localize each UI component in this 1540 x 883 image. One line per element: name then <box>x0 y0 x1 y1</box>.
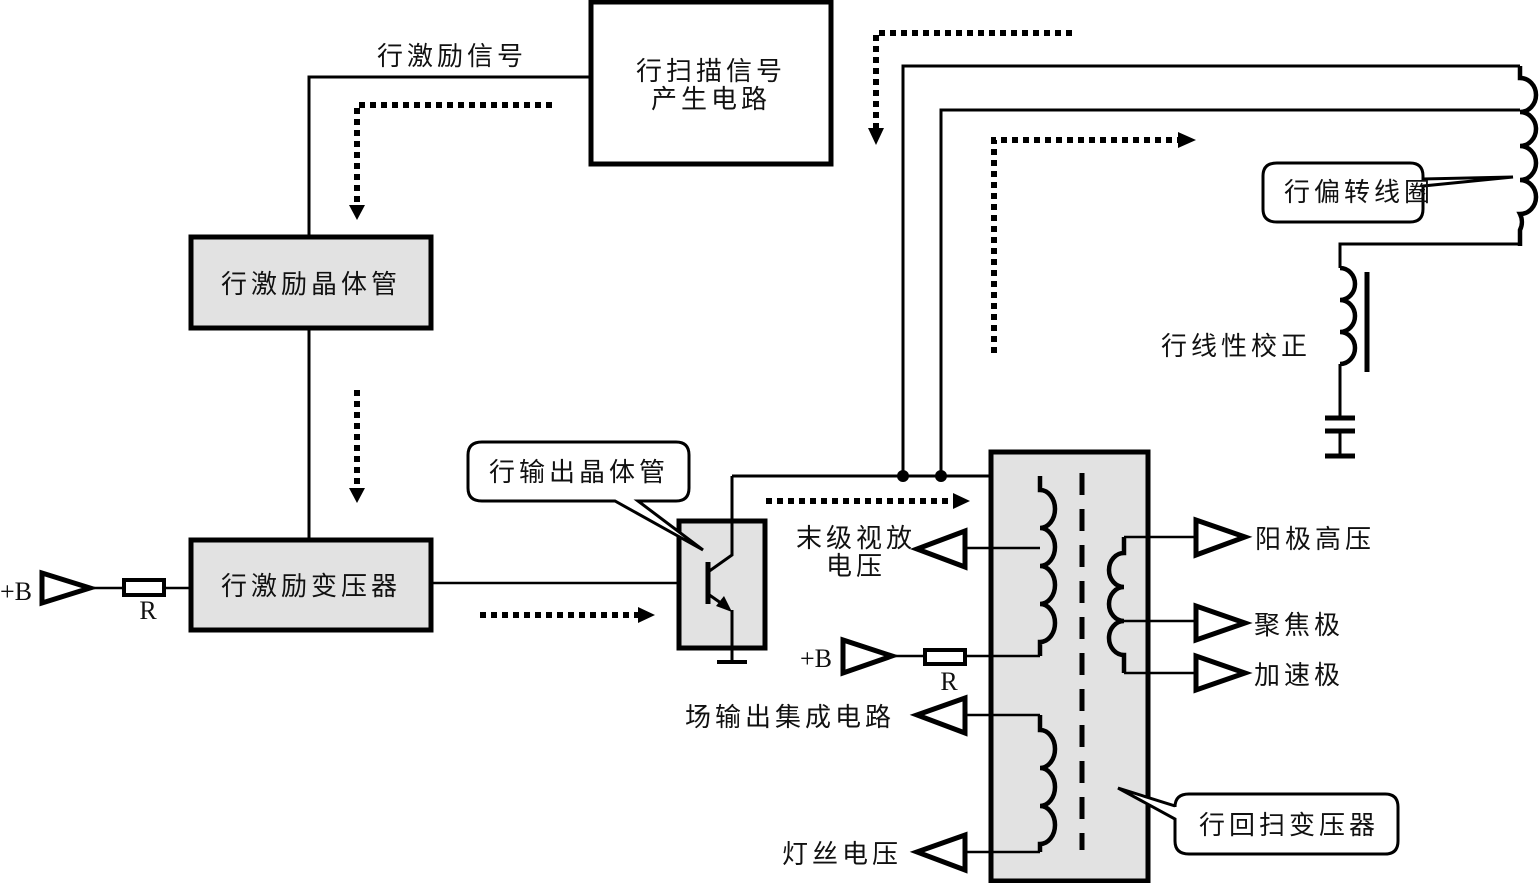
signal-flow-arrowhead-5 <box>868 128 884 145</box>
deflection-coil-icon <box>1516 66 1539 246</box>
anode-high-voltage-label: 阳极高压 <box>1255 525 1375 555</box>
scan-signal-generator-label-line1: 行扫描信号 <box>636 57 786 87</box>
flyback-transformer-callout: 行回扫变压器 <box>1117 786 1400 856</box>
signal-flow-arrowhead-3 <box>638 607 655 623</box>
filament-voltage-label: 灯丝电压 <box>782 840 902 870</box>
signal-flow-arrow-5 <box>873 30 1072 130</box>
signal-flow-arrowhead-2 <box>349 488 365 503</box>
accelerating-electrode-label: 加速极 <box>1254 661 1344 691</box>
deflection-return-wire <box>1338 242 1520 268</box>
scan-signal-generator-box <box>588 0 834 167</box>
drive-signal-wire <box>307 75 591 237</box>
output-transistor <box>676 476 768 664</box>
video-amp-voltage-terminal-icon <box>909 527 968 571</box>
linearity-correction-label: 行线性校正 <box>1161 332 1311 362</box>
field-filament-coil-icon <box>1037 715 1058 852</box>
resistor-left-icon <box>122 578 166 597</box>
video-amp-voltage-label-line1: 末级视放 <box>796 524 916 554</box>
output-transistor-label: 行输出晶体管 <box>489 458 669 488</box>
flyback-transformer-block <box>965 449 1196 883</box>
signal-flow-arrowhead-1 <box>349 205 365 220</box>
scan-signal-generator-label-line2: 产生电路 <box>651 85 771 115</box>
driver-transformer-label: 行激励变压器 <box>221 572 401 602</box>
signal-flow-arrow-1 <box>354 102 552 208</box>
accelerating-terminal-icon <box>1193 652 1253 694</box>
anode-terminal-icon <box>1193 516 1253 559</box>
driver-transformer-block: 行激励变压器 <box>188 537 434 633</box>
linearity-correction-coil-icon <box>1339 265 1358 367</box>
output-transistor-callout-bubble <box>466 440 704 552</box>
primary-coil-icon <box>1037 476 1058 656</box>
resistor-right-label: R <box>940 667 958 696</box>
deflection-wire-outer <box>901 64 1520 476</box>
field-output-terminal-icon <box>909 694 968 737</box>
plus-b-right-terminal-icon <box>840 636 900 677</box>
flyback-transformer-callout-bubble <box>1117 786 1400 856</box>
driver-transistor-label: 行激励晶体管 <box>221 270 401 300</box>
deflection-coil-label: 行偏转线圈 <box>1284 178 1434 208</box>
plus-b-right-label: +B <box>800 644 832 673</box>
field-output-ic-label: 场输出集成电路 <box>685 703 895 733</box>
resistor-left-label: R <box>139 596 157 625</box>
signal-flow-arrowhead-6 <box>1178 132 1196 148</box>
focus-terminal-icon <box>1193 602 1253 644</box>
driver-transformer-box <box>188 537 434 633</box>
scan-signal-generator-block: 行扫描信号 产生电路 <box>588 0 834 167</box>
drive-signal-label: 行激励信号 <box>377 42 527 72</box>
plus-b-left-label: +B <box>0 577 32 606</box>
focus-electrode-label: 聚焦极 <box>1254 611 1344 641</box>
video-amp-voltage-label-line2: 电压 <box>826 552 886 582</box>
deflection-coil-callout: 行偏转线圈 <box>1261 161 1514 224</box>
driver-transistor-box <box>188 234 434 331</box>
resistor-right-icon <box>923 648 967 666</box>
signal-flow-arrow-6 <box>991 137 1180 353</box>
output-transistor-callout: 行输出晶体管 <box>466 440 704 552</box>
signal-flow-arrowhead-4 <box>953 493 970 509</box>
driver-transistor-block: 行激励晶体管 <box>188 234 434 331</box>
filament-terminal-icon <box>909 831 968 874</box>
deflection-coil-callout-bubble <box>1261 161 1514 224</box>
transistor-collector <box>707 476 734 574</box>
flyback-transformer-label: 行回扫变压器 <box>1199 811 1379 841</box>
transistor-emitter-arrow-icon <box>716 596 732 612</box>
plus-b-left-terminal-icon <box>39 569 99 607</box>
high-voltage-coil-icon <box>1106 537 1127 673</box>
deflection-wire-inner <box>939 108 1520 476</box>
